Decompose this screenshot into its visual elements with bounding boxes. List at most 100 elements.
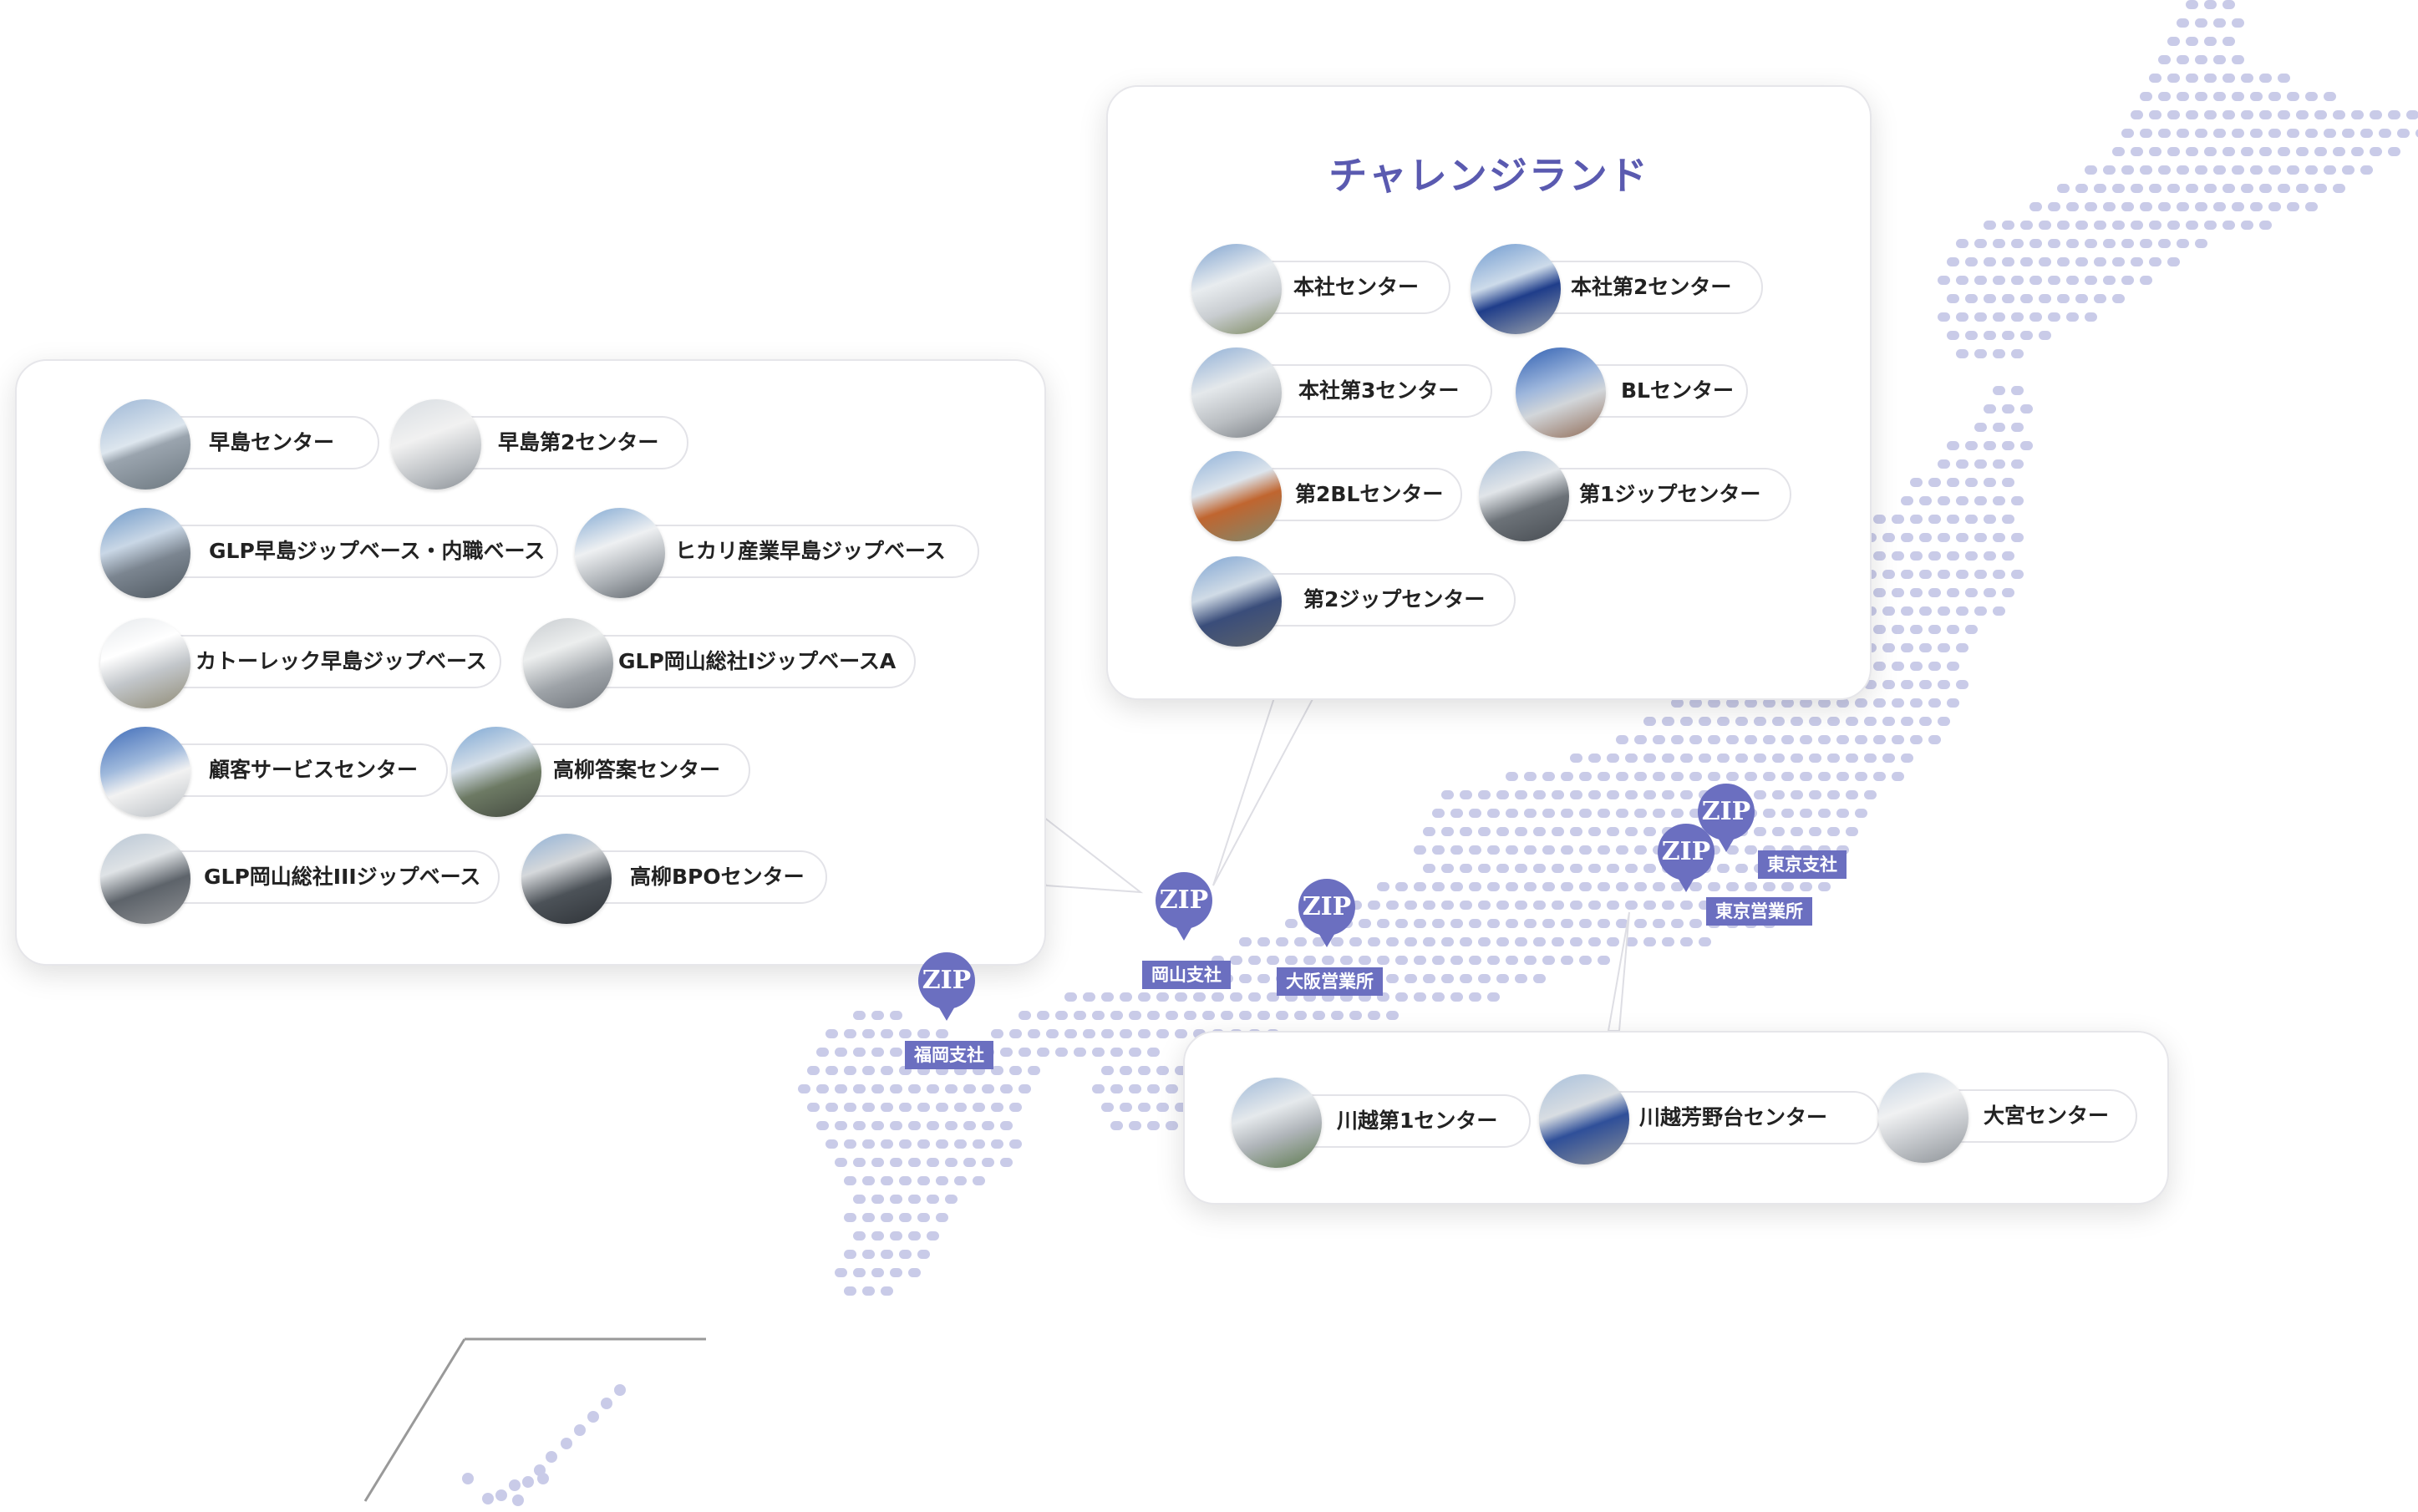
map-dot (927, 1158, 939, 1167)
map-dot (853, 1121, 866, 1130)
office-label: 東京支社 (1758, 850, 1847, 879)
map-dot (1901, 643, 1913, 652)
map-dot (1928, 662, 1941, 671)
center-kawagoe-yoshinodai[interactable]: 川越芳野台センター (1539, 1074, 1880, 1164)
center-kawagoe-1[interactable]: 川越第1センター (1232, 1078, 1531, 1168)
map-dot (1625, 864, 1638, 873)
map-dot (798, 1084, 810, 1093)
map-dot (2324, 129, 2336, 138)
map-dot (1257, 1011, 1270, 1020)
center-zip-1[interactable]: 第1ジップセンター (1479, 451, 1791, 541)
map-dot (1533, 901, 1546, 910)
map-dot (1910, 551, 1923, 561)
center-hayashima-2[interactable]: 早島第2センター (391, 399, 688, 490)
map-dot (1772, 790, 1785, 799)
map-dot (1423, 864, 1435, 873)
center-hikari-hayashima-zip-base[interactable]: ヒカリ産業早島ジップベース (575, 508, 979, 598)
map-dot (2232, 129, 2244, 138)
center-takayanagi-answer[interactable]: 高柳答案センター (451, 727, 750, 817)
center-name: 第2BLセンター (1295, 482, 1444, 506)
map-dot (1956, 239, 1968, 248)
map-dot (1625, 937, 1638, 946)
map-dot (1938, 570, 1950, 579)
center-photo (1539, 1074, 1629, 1164)
center-glp-okayama-soja-1[interactable]: GLP岡山総社ⅠジップベースA (523, 618, 916, 708)
map-dot (1827, 827, 1840, 836)
map-dot (917, 1176, 930, 1185)
map-dot (1680, 753, 1693, 763)
map-dot (1864, 717, 1877, 726)
map-dot (1689, 919, 1702, 928)
map-dot (1496, 901, 1509, 910)
center-photo (523, 618, 613, 708)
map-dot (1818, 809, 1831, 818)
map-dot (1239, 974, 1252, 983)
map-dot (862, 1139, 875, 1149)
center-honsha-2[interactable]: 本社第2センター (1471, 244, 1763, 334)
map-dot (890, 1048, 902, 1057)
map-dot (2314, 147, 2327, 156)
map-dot (1836, 772, 1849, 781)
map-dot (1717, 717, 1730, 726)
map-dot (1901, 570, 1913, 579)
map-dot (2259, 74, 2272, 83)
map-dot (1965, 478, 1978, 487)
map-dot (1938, 717, 1950, 726)
map-dot (2057, 221, 2070, 230)
map-dot (2204, 0, 2217, 9)
map-dot (2195, 202, 2207, 211)
center-name: GLP岡山総社IIIジップベース (204, 865, 481, 889)
map-dot (1956, 459, 1968, 469)
center-glp-hayashima-zip-base[interactable]: GLP早島ジップベース・内職ベース (100, 508, 558, 598)
map-dot (1873, 625, 1886, 634)
map-dot (1147, 1084, 1160, 1093)
map-dot (871, 1011, 884, 1020)
map-dot (1781, 698, 1794, 708)
center-honsha[interactable]: 本社センター (1191, 244, 1450, 334)
pin-tail-icon (1714, 832, 1738, 852)
center-honsha-3[interactable]: 本社第3センター (1191, 348, 1492, 438)
map-dot (2360, 129, 2373, 138)
map-dot (1487, 919, 1500, 928)
map-dot (1019, 1048, 1031, 1057)
map-dot (1285, 956, 1298, 965)
map-dot (2314, 110, 2327, 119)
map-dot (2268, 129, 2281, 138)
map-dot (1745, 698, 1757, 708)
center-customer-service[interactable]: 顧客サービスセンター (100, 727, 448, 817)
island-dot (495, 1489, 507, 1501)
map-dot (1110, 1084, 1123, 1093)
center-glp-okayama-soja-3[interactable]: GLP岡山総社IIIジップベース (100, 834, 500, 924)
center-katolec-hayashima-zip-base[interactable]: カトーレック早島ジップベース (100, 618, 501, 708)
map-dot (1892, 588, 1904, 597)
map-dot (1827, 790, 1840, 799)
map-dot (1864, 790, 1877, 799)
map-dot (2158, 129, 2171, 138)
map-dot (1570, 937, 1582, 946)
center-takayanagi-bpo[interactable]: 高柳BPOセンター (521, 834, 827, 924)
map-dot (1285, 919, 1298, 928)
pin-tail-icon (1172, 921, 1196, 941)
map-dot (1267, 992, 1279, 1002)
map-dot (1414, 919, 1426, 928)
map-dot (1873, 515, 1886, 524)
center-bl-2[interactable]: 第2BLセンター (1191, 451, 1462, 541)
center-photo (1191, 556, 1282, 647)
center-bl[interactable]: BLセンター (1516, 348, 1748, 438)
center-omiya[interactable]: 大宮センター (1878, 1073, 2137, 1163)
map-dot (1919, 680, 1932, 689)
map-dot (853, 1158, 866, 1167)
map-dot (2075, 294, 2088, 303)
center-hayashima[interactable]: 早島センター (100, 399, 379, 490)
map-dot (1680, 901, 1693, 910)
map-dot (1000, 1158, 1013, 1167)
map-dot (1432, 992, 1445, 1002)
center-zip-2[interactable]: 第2ジップセンター (1191, 556, 1516, 647)
map-dot (2149, 110, 2161, 119)
map-dot (1138, 1029, 1151, 1038)
map-dot (871, 1048, 884, 1057)
map-dot (1892, 551, 1904, 561)
map-dot (899, 1213, 912, 1222)
map-dot (2167, 257, 2180, 266)
map-dot (1671, 698, 1684, 708)
